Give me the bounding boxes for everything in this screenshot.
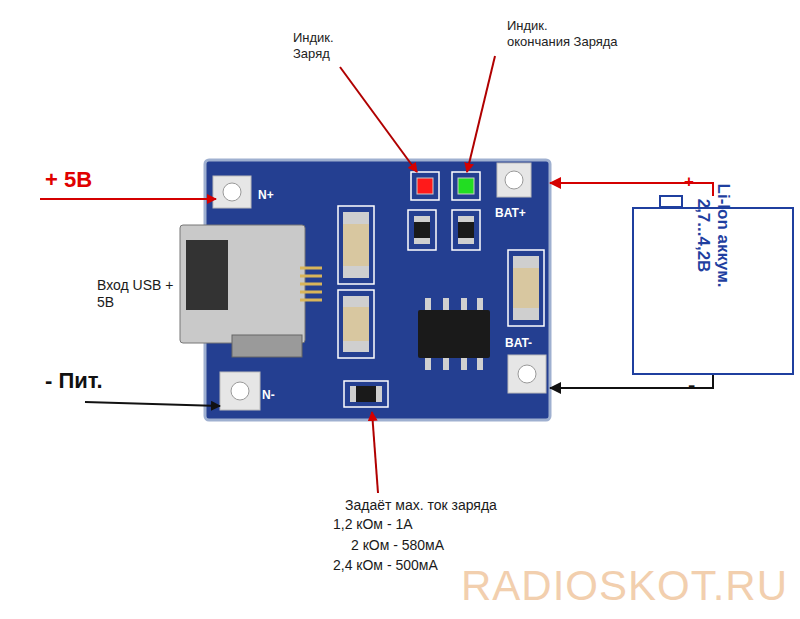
battery-label: Li-Ion аккум. 2,7...4,2В	[693, 161, 732, 311]
leader-arrow	[372, 412, 378, 493]
supply-plus-text: + 5В	[45, 167, 92, 192]
silkscreen	[452, 210, 480, 250]
led-caption: Индик. окончания Заряда	[507, 18, 639, 49]
polarity-mark: -	[688, 372, 695, 398]
smd-terminal	[350, 386, 356, 402]
silkscreen	[344, 381, 388, 407]
usb-connector	[180, 225, 305, 343]
smd-terminal	[458, 216, 474, 222]
current-set-resistor	[350, 386, 382, 402]
solder-pad	[497, 163, 531, 197]
polarity-mark: +	[684, 172, 694, 192]
smd-terminal	[414, 216, 430, 222]
usb-input-note: Вход USB + 5В	[97, 277, 179, 311]
smd-resistor	[458, 216, 474, 244]
usb-pins	[300, 268, 322, 300]
polarity-mark-text: +	[684, 172, 694, 191]
smd-terminal	[343, 341, 369, 352]
led-caption: Индик. Заряд	[293, 30, 355, 61]
charger-chip	[418, 310, 490, 358]
supply-plus: + 5В	[45, 167, 92, 193]
watermark-text: RADIOSKOT.RU	[461, 562, 788, 609]
smd-terminal	[343, 212, 369, 224]
resistor-value-text: 2,4 кОм - 500мА	[333, 557, 438, 573]
polarity-mark-text: -	[688, 372, 695, 397]
smd-terminal	[343, 266, 369, 278]
solder-pad	[213, 176, 251, 208]
smd-terminal	[513, 308, 539, 320]
resistor-note: Задаёт мах. ток заряда	[345, 497, 497, 514]
mount-hole	[231, 382, 249, 400]
supply-minus-text: - Пит.	[45, 368, 103, 393]
silkscreen	[338, 206, 374, 284]
watermark: RADIOSKOT.RU	[461, 561, 788, 611]
usb-opening	[186, 240, 228, 310]
silkscreen	[508, 250, 544, 326]
led-caption-text: Индик. окончания Заряда	[507, 18, 618, 49]
led-caption-text: Индик. Заряд	[293, 30, 334, 61]
leader-arrow	[40, 198, 216, 200]
resistor-note-text: Задаёт мах. ток заряда	[345, 497, 497, 513]
smd-terminal	[458, 238, 474, 244]
battery-terminal	[660, 196, 682, 207]
mount-hole	[505, 171, 523, 189]
pin-label: BAT+	[495, 206, 526, 220]
resistor-value: 2 кОм - 580мА	[351, 537, 444, 554]
smd-terminal	[343, 296, 369, 307]
mount-hole	[518, 365, 536, 383]
silkscreen	[411, 172, 439, 200]
smd-capacitor	[343, 296, 369, 352]
green-led	[458, 178, 474, 194]
usb-input-note-text: Вход USB + 5В	[97, 277, 173, 310]
supply-minus: - Пит.	[45, 368, 103, 394]
smd-terminal	[376, 386, 382, 402]
smd-capacitor	[513, 256, 539, 320]
wrap-spacer	[565, 18, 639, 32]
smd-terminal	[414, 238, 430, 244]
usb-tab	[232, 335, 302, 357]
mount-hole	[223, 183, 241, 201]
resistor-value: 1,2 кОм - 1А	[333, 516, 413, 533]
pin-label: N+	[258, 188, 274, 202]
battery-box: Li-Ion аккум. 2,7...4,2В	[632, 207, 794, 375]
leader-arrow	[85, 402, 220, 406]
smd-resistor	[414, 216, 430, 244]
silkscreen	[408, 210, 436, 250]
smd-terminal	[513, 256, 539, 268]
solder-pad	[508, 355, 546, 393]
red-led	[417, 178, 433, 194]
pcb-board: N+ BAT+ BAT- N-	[205, 160, 550, 420]
resistor-value: 2,4 кОм - 500мА	[333, 557, 438, 574]
resistor-value-text: 1,2 кОм - 1А	[333, 516, 413, 532]
leader-arrow	[467, 56, 495, 172]
silkscreen	[338, 290, 374, 358]
leader-arrow	[340, 67, 417, 172]
silkscreen	[452, 172, 480, 200]
resistor-value-text: 2 кОм - 580мА	[351, 537, 444, 553]
pin-label: BAT-	[505, 336, 532, 350]
solder-pad	[220, 372, 260, 410]
smd-capacitor	[343, 212, 369, 278]
pin-label: N-	[262, 388, 275, 402]
